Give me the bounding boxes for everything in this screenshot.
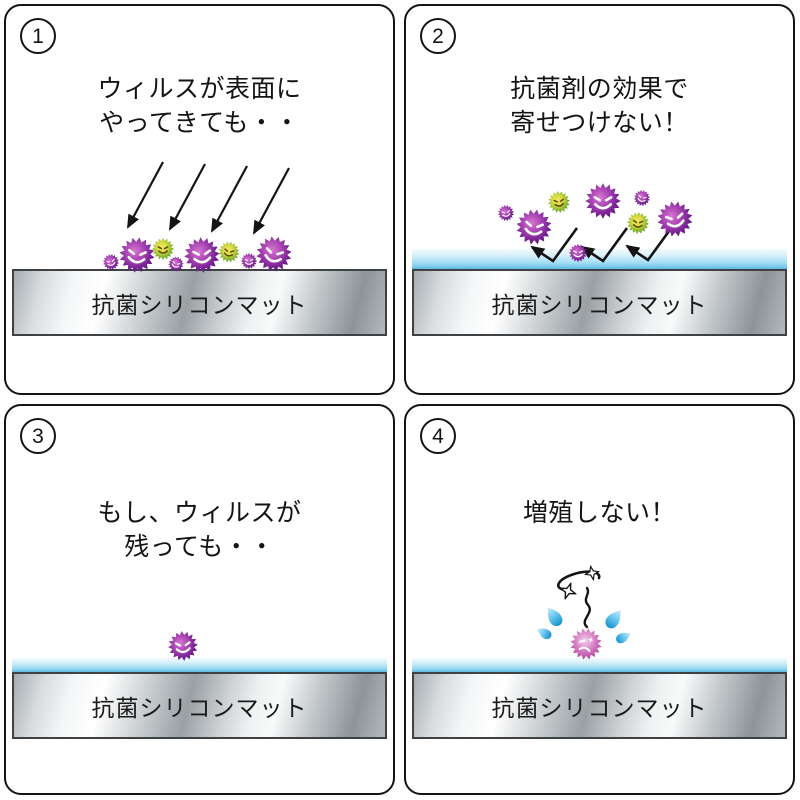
mat-label: 抗菌シリコンマット <box>491 694 708 721</box>
caption: もし、ウィルスが 残っても・・ <box>6 496 393 564</box>
virus-green-icon <box>215 238 243 266</box>
mat-label: 抗菌シリコンマット <box>91 694 308 721</box>
panel-4-art <box>534 564 633 664</box>
virus-large-purple-icon <box>116 234 158 276</box>
virus-large-purple-icon <box>653 197 697 241</box>
panel-2-art <box>496 182 697 263</box>
step-number: 4 <box>432 424 444 448</box>
step-number-badge: 2 <box>420 18 456 54</box>
virus-small-purple-icon <box>100 251 122 273</box>
virus-small-purple-icon <box>568 243 588 263</box>
virus-small-purple-icon <box>240 252 258 270</box>
silicone-mat: 抗菌シリコンマット <box>12 672 387 739</box>
dizzy-swirl-icon <box>557 570 601 592</box>
dizzy-star-icon <box>557 580 579 602</box>
silicone-mat: 抗菌シリコンマット <box>412 269 787 336</box>
caption: ウィルスが表面に やってきても・・ <box>6 72 393 140</box>
splash-drop-icon <box>541 604 566 629</box>
panel-step-2: 2 抗菌剤の効果で 寄せつけない！ 抗菌 <box>404 4 795 395</box>
caption-line-1: 増殖しない！ <box>522 499 676 527</box>
virus-green-icon <box>546 189 572 215</box>
step-number-badge: 1 <box>20 18 56 54</box>
virus-large-purple-icon <box>584 182 622 220</box>
step-number-badge: 4 <box>420 418 456 454</box>
virus-green-icon <box>625 210 651 236</box>
step-number: 1 <box>32 24 44 48</box>
panel-step-1: 1 ウィルスが表面に やってきても・・ <box>4 4 395 395</box>
caption-line-1: もし、ウィルスが <box>97 499 302 527</box>
attack-arrow-icons <box>127 161 290 235</box>
caption-line-2: やってきても・・ <box>99 109 300 137</box>
virus-small-purple-icon <box>165 253 187 275</box>
step-number-badge: 3 <box>20 418 56 454</box>
antibacterial-layer <box>12 658 387 672</box>
splash-drop-icon <box>602 606 626 631</box>
panel-step-4: 4 増殖しない！ 抗菌シリコンマット <box>404 404 795 795</box>
virus-large-purple-icon <box>251 231 297 277</box>
virus-cluster <box>100 231 297 277</box>
silicone-mat: 抗菌シリコンマット <box>412 672 787 739</box>
splash-drop-icon <box>614 628 633 646</box>
silicone-mat: 抗菌シリコンマット <box>12 269 387 336</box>
caption: 増殖しない！ <box>406 496 793 530</box>
splash-drop-icon <box>534 625 554 641</box>
virus-large-purple-icon <box>512 205 556 249</box>
mat-label: 抗菌シリコンマット <box>91 291 308 318</box>
virus-small-purple-icon <box>631 187 653 209</box>
mat-label: 抗菌シリコンマット <box>491 291 708 318</box>
virus-remaining-purple-icon <box>166 629 200 663</box>
virus-dying-pink-icon <box>566 624 606 664</box>
antibacterial-layer <box>412 658 787 672</box>
panel-1-art <box>100 161 297 277</box>
caption-line-2: 寄せつけない！ <box>510 109 689 137</box>
virus-green-icon <box>151 237 175 261</box>
panel-3-art <box>166 629 200 663</box>
virus-large-purple-icon <box>181 234 223 276</box>
steam-squiggle-icon <box>583 586 591 629</box>
caption-line-1: ウィルスが表面に <box>97 75 302 103</box>
caption: 抗菌剤の効果で 寄せつけない！ <box>406 72 793 140</box>
panel-step-3: 3 もし、ウィルスが 残っても・・ 抗菌シリコンマット <box>4 404 395 795</box>
caption-line-2: 残っても・・ <box>124 533 275 561</box>
virus-cluster-repelled <box>496 182 697 263</box>
caption-line-1: 抗菌剤の効果で <box>510 75 689 103</box>
virus-small-purple-icon <box>496 203 516 223</box>
step-number: 3 <box>32 424 44 448</box>
bounce-arrow-icons <box>530 226 674 263</box>
step-number: 2 <box>432 24 444 48</box>
